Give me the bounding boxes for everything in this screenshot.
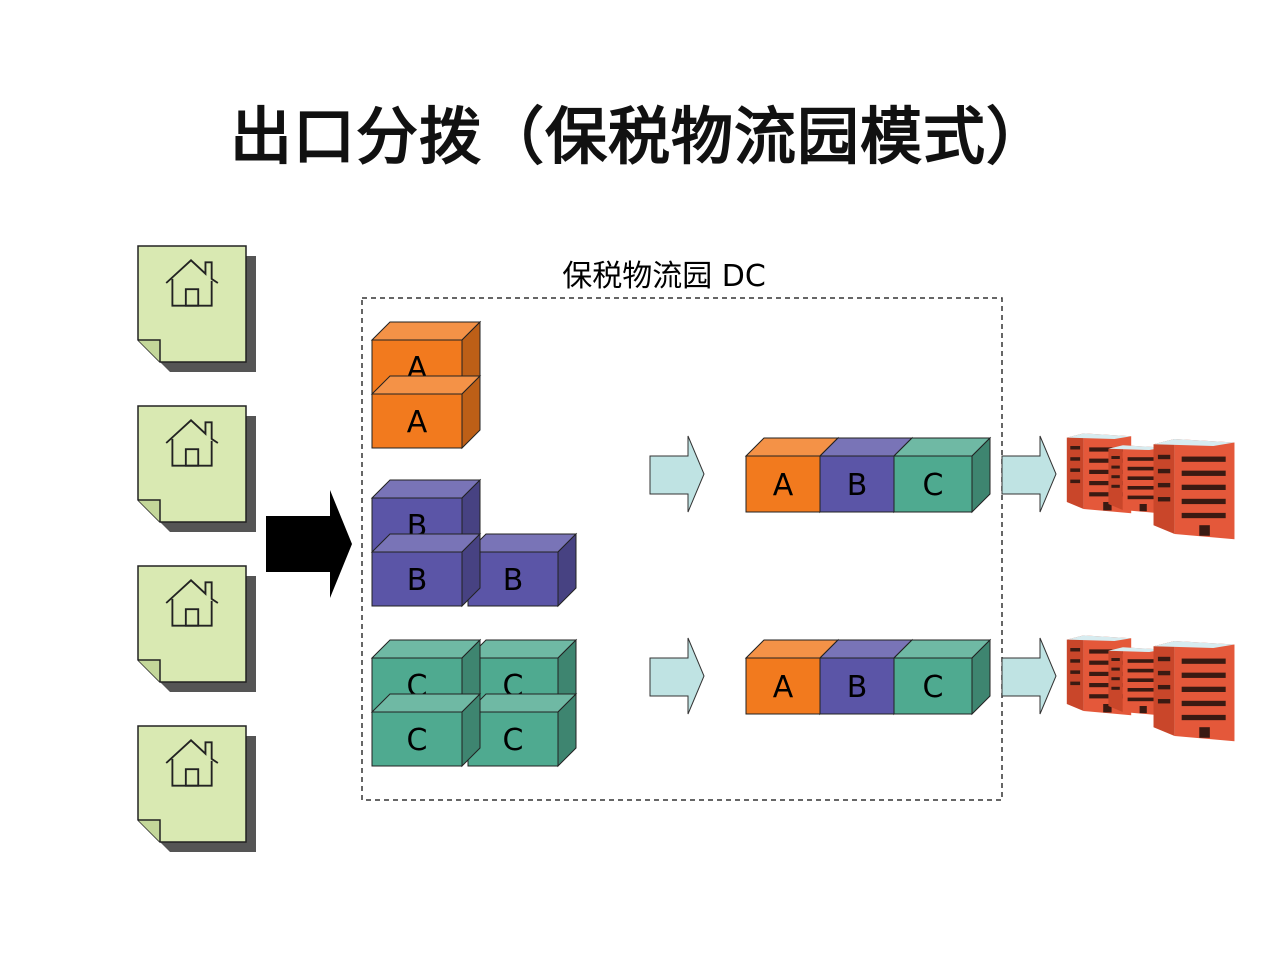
destination-buildings — [1066, 635, 1235, 742]
box-c: C — [892, 436, 992, 514]
document-icon — [137, 245, 256, 372]
box-label: C — [503, 723, 524, 758]
consolidate-arrow — [649, 637, 705, 715]
box-c: C — [892, 638, 992, 716]
box-label: B — [847, 670, 868, 705]
source-documents — [137, 245, 256, 852]
document-icon — [137, 405, 256, 532]
box-b: B — [370, 532, 482, 608]
building-icon — [1153, 640, 1235, 742]
building-icon — [1153, 438, 1235, 540]
box-label: C — [923, 670, 944, 705]
page-title: 出口分拨（保税物流园模式） — [229, 100, 1049, 173]
box-a: A — [370, 374, 482, 450]
box-b: B — [466, 532, 578, 608]
box-label: B — [407, 563, 428, 598]
document-icon — [137, 565, 256, 692]
box-label: A — [773, 670, 794, 705]
dc-label: 保税物流园 DC — [562, 259, 766, 294]
consolidated-rows: A B C A B C — [744, 436, 992, 716]
box-label: A — [773, 468, 794, 503]
box-label: B — [847, 468, 868, 503]
box-c: C — [466, 692, 578, 768]
document-icon — [137, 725, 256, 852]
box-c: C — [370, 692, 482, 768]
box-label: B — [503, 563, 524, 598]
destination-buildings — [1066, 433, 1235, 540]
box-label: A — [407, 405, 428, 440]
consolidate-arrow — [649, 435, 705, 513]
dc-boundary — [361, 297, 1003, 801]
outbound-arrow — [1001, 637, 1057, 715]
outbound-arrow — [1001, 435, 1057, 513]
box-label: C — [923, 468, 944, 503]
inbound-arrow — [266, 490, 352, 598]
box-label: C — [407, 723, 428, 758]
